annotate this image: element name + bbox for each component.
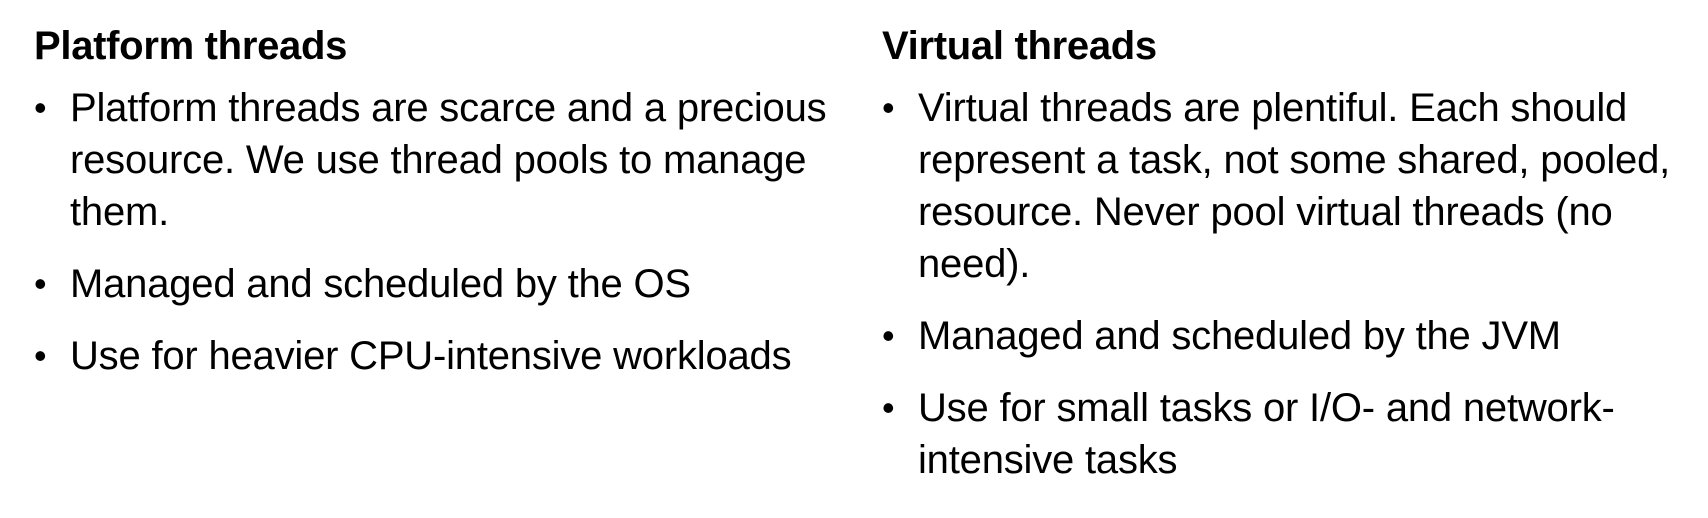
list-item-text: Use for small tasks or I/O- and network-… (918, 386, 1615, 482)
list-item: • Virtual threads are plentiful. Each sh… (882, 82, 1682, 290)
virtual-threads-list: • Virtual threads are plentiful. Each sh… (882, 82, 1682, 486)
virtual-threads-column: Virtual threads • Virtual threads are pl… (882, 22, 1682, 506)
virtual-threads-heading: Virtual threads (882, 24, 1157, 68)
platform-threads-heading: Platform threads (34, 24, 348, 68)
bullet-icon: • (882, 315, 895, 356)
list-item: • Use for small tasks or I/O- and networ… (882, 382, 1682, 486)
list-item-text: Platform threads are scarce and a precio… (70, 86, 827, 234)
bullet-icon: • (34, 263, 47, 304)
list-item: • Managed and scheduled by the JVM (882, 310, 1682, 362)
platform-threads-column: Platform threads • Platform threads are … (34, 22, 834, 402)
list-item: • Platform threads are scarce and a prec… (34, 82, 834, 238)
list-item-text: Managed and scheduled by the JVM (918, 314, 1561, 358)
list-item-text: Virtual threads are plentiful. Each shou… (918, 86, 1671, 286)
list-item-text: Use for heavier CPU-intensive workloads (70, 334, 792, 378)
bullet-icon: • (882, 387, 895, 428)
bullet-icon: • (34, 87, 47, 128)
list-item: • Managed and scheduled by the OS (34, 258, 834, 310)
platform-threads-list: • Platform threads are scarce and a prec… (34, 82, 834, 382)
bullet-icon: • (34, 335, 47, 376)
list-item: • Use for heavier CPU-intensive workload… (34, 330, 834, 382)
list-item-text: Managed and scheduled by the OS (70, 262, 691, 306)
bullet-icon: • (882, 87, 895, 128)
